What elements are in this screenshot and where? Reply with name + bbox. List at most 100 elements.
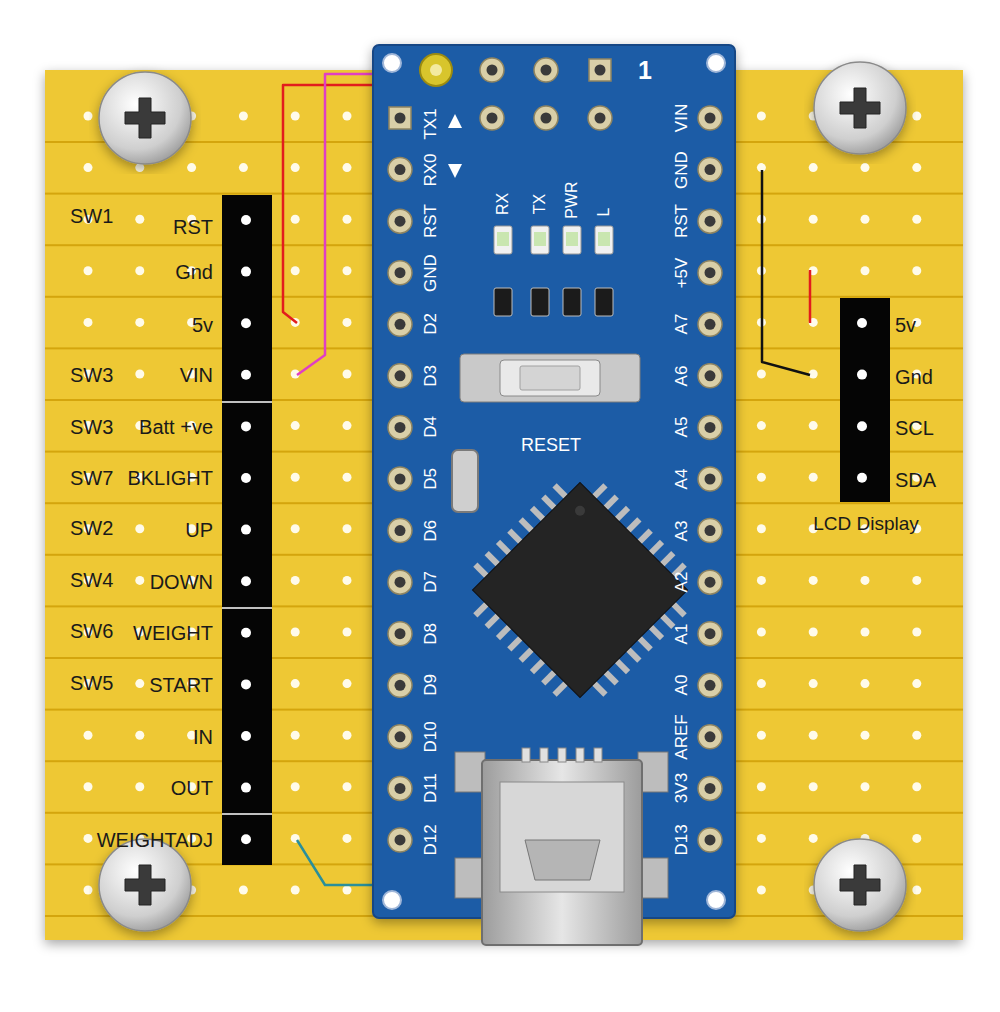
strip-hole xyxy=(912,163,921,172)
pin-label: D13 xyxy=(673,824,690,855)
strip-hole xyxy=(239,886,248,895)
pin-pad xyxy=(388,364,412,388)
resistor xyxy=(494,288,512,316)
tx-arrow xyxy=(448,114,462,128)
pin-hole xyxy=(395,577,406,588)
pin-hole xyxy=(395,164,406,175)
pin-pad xyxy=(698,261,722,285)
component-label: LCD Display xyxy=(813,514,919,533)
strip-hole xyxy=(912,112,921,121)
usb-connector xyxy=(455,748,668,945)
strip-hole xyxy=(343,473,352,482)
pin-hole xyxy=(395,113,406,124)
pin-hole xyxy=(705,680,716,691)
strip-hole xyxy=(343,421,352,430)
strip-hole xyxy=(135,524,144,533)
strip-hole xyxy=(135,782,144,791)
strip-hole xyxy=(861,266,870,275)
strip-hole xyxy=(135,679,144,688)
signal-label: Batt +ve xyxy=(139,417,213,437)
pin-hole xyxy=(705,319,716,330)
strip-hole xyxy=(343,112,352,121)
pin-label: D11 xyxy=(422,773,439,803)
led-label: PWR xyxy=(564,181,580,218)
strip-hole xyxy=(861,782,870,791)
signal-label: START xyxy=(149,675,213,695)
solder-pad xyxy=(420,54,452,86)
pin-hole xyxy=(705,731,716,742)
screw xyxy=(814,839,906,931)
pin-hole xyxy=(395,216,406,227)
screw-slot xyxy=(125,98,165,138)
pin-label: D5 xyxy=(422,468,439,490)
pin-hole xyxy=(705,783,716,794)
strip-hole xyxy=(84,318,93,327)
reset-button-cap xyxy=(520,366,580,390)
header-pin xyxy=(857,421,867,431)
pin-hole xyxy=(395,319,406,330)
pin-hole xyxy=(395,628,406,639)
strip-hole xyxy=(343,628,352,637)
lcd-pin-label: SDA xyxy=(895,470,936,490)
pin-hole xyxy=(705,216,716,227)
pin-pad xyxy=(698,106,722,130)
strip-hole xyxy=(84,782,93,791)
signal-label: UP xyxy=(185,520,213,540)
header-pin xyxy=(241,834,251,844)
reset-button-cap xyxy=(500,360,600,396)
microcontroller xyxy=(450,460,710,720)
strip-hole xyxy=(912,679,921,688)
pin-label: VIN xyxy=(673,104,690,132)
pin-pad xyxy=(480,106,504,130)
pin-pad xyxy=(389,107,411,129)
red-wire xyxy=(809,270,812,323)
strip-hole xyxy=(343,370,352,379)
mounting-hole xyxy=(707,54,725,72)
strip-hole xyxy=(912,576,921,585)
pin-hole xyxy=(705,628,716,639)
header-pin xyxy=(857,473,867,483)
strip-hole xyxy=(343,524,352,533)
header-divider xyxy=(222,813,272,815)
pin-header xyxy=(222,195,272,865)
pin-hole xyxy=(395,834,406,845)
signal-label: RST xyxy=(173,217,213,237)
strip-hole xyxy=(84,886,93,895)
pin-pad xyxy=(388,570,412,594)
pin-hole xyxy=(395,731,406,742)
signal-label: OUT xyxy=(171,778,213,798)
usb-shell xyxy=(482,760,642,945)
led xyxy=(563,226,581,254)
pin-pad xyxy=(388,312,412,336)
pin-hole xyxy=(705,422,716,433)
pin-pad xyxy=(388,622,412,646)
strip-hole xyxy=(809,628,818,637)
strip-hole xyxy=(343,782,352,791)
pin-hole xyxy=(395,680,406,691)
lcd-pin-label: SCL xyxy=(895,418,934,438)
pin-pad xyxy=(698,776,722,800)
strip-hole xyxy=(291,215,300,224)
pin-label: A7 xyxy=(673,314,690,335)
signal-label: BKLIGHT xyxy=(127,468,213,488)
switch-label: SW6 xyxy=(70,621,113,641)
led-lens xyxy=(497,232,509,246)
led-label: L xyxy=(596,208,612,217)
strip-hole xyxy=(291,266,300,275)
pin-pad xyxy=(534,58,558,82)
strip-hole xyxy=(84,266,93,275)
strip-hole xyxy=(809,421,818,430)
strip-hole xyxy=(84,731,93,740)
pin-hole xyxy=(705,113,716,124)
strip-hole xyxy=(809,834,818,843)
pin-pad xyxy=(388,673,412,697)
strip-hole xyxy=(187,163,196,172)
pin-label: D10 xyxy=(422,721,439,752)
strip-hole xyxy=(135,215,144,224)
strip-hole xyxy=(84,834,93,843)
strip-hole xyxy=(84,112,93,121)
usb-opening xyxy=(525,840,600,880)
pin-hole xyxy=(705,267,716,278)
strip-hole xyxy=(291,886,300,895)
pin-hole xyxy=(395,473,406,484)
